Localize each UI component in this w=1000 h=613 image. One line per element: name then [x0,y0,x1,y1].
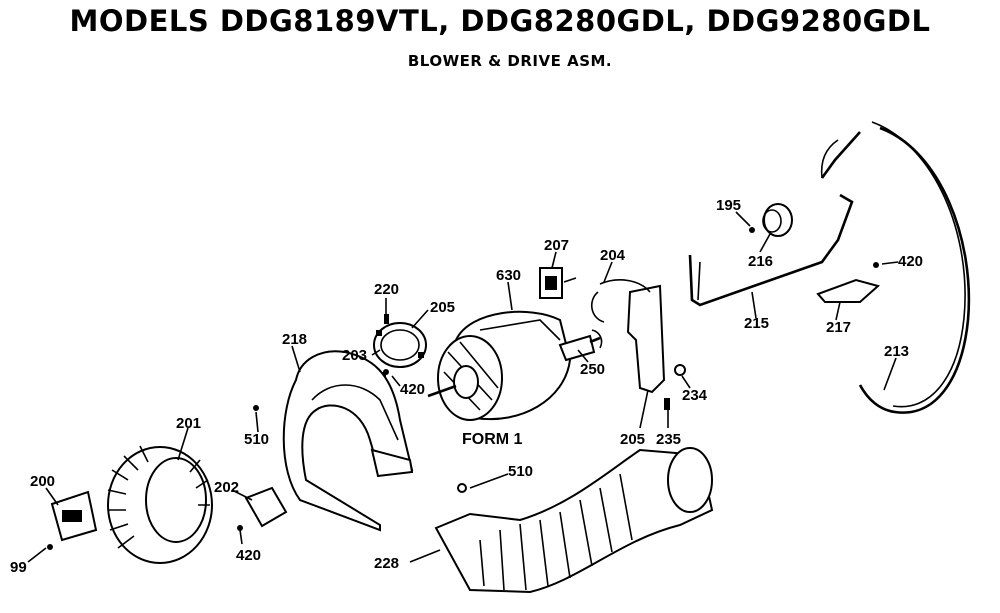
callout-510-b: 510 [508,463,533,480]
callout-220: 220 [374,281,399,298]
leader-lines [27,211,899,563]
callout-630: 630 [496,267,521,284]
form-label: FORM 1 [462,431,523,448]
callout-203: 203 [342,347,367,364]
callout-228: 228 [374,555,399,572]
motor-630 [427,310,601,421]
idler-arm-215 [688,193,854,307]
callout-200: 200 [30,473,55,490]
diagram-title: MODELS DDG8189VTL, DDG8280GDL, DDG9280GD… [69,4,931,38]
screw-510-b [457,483,467,493]
callout-420-c: 420 [898,253,923,270]
callout-420-b: 420 [400,381,425,398]
callout-216: 216 [748,253,773,270]
callout-204: 204 [600,247,626,264]
callout-510-a: 510 [244,431,269,448]
callout-207: 207 [544,237,569,254]
callout-205: 205 [430,299,455,316]
callout-218: 218 [282,331,307,348]
pulley-216 [749,203,793,237]
callout-205-b: 205 [620,431,645,448]
blower-housing-218 [282,350,414,532]
bracket-217 [816,262,881,303]
blower-wheel-201 [107,445,213,564]
callout-420-a: 420 [236,547,261,564]
motor-mount-205 [591,279,686,410]
plate-202 [237,486,288,531]
seal-200 [47,490,98,550]
callout-195: 195 [716,197,741,214]
drum-213 [820,121,971,414]
screw-510-a [253,405,259,411]
callout-215: 215 [744,315,769,332]
callout-201: 201 [176,415,201,432]
callout-250: 250 [580,361,605,378]
callout-213: 213 [884,343,909,360]
duct-228 [434,447,714,594]
callout-99: 99 [10,559,27,576]
callout-202: 202 [214,479,239,496]
callout-217: 217 [826,319,851,336]
motor-clamp-203 [373,314,427,377]
switch-207 [539,267,577,299]
diagram-subtitle: BLOWER & DRIVE ASM. [407,52,613,70]
callout-234: 234 [682,387,708,404]
callout-235: 235 [656,431,681,448]
screw-420-b [383,369,389,375]
